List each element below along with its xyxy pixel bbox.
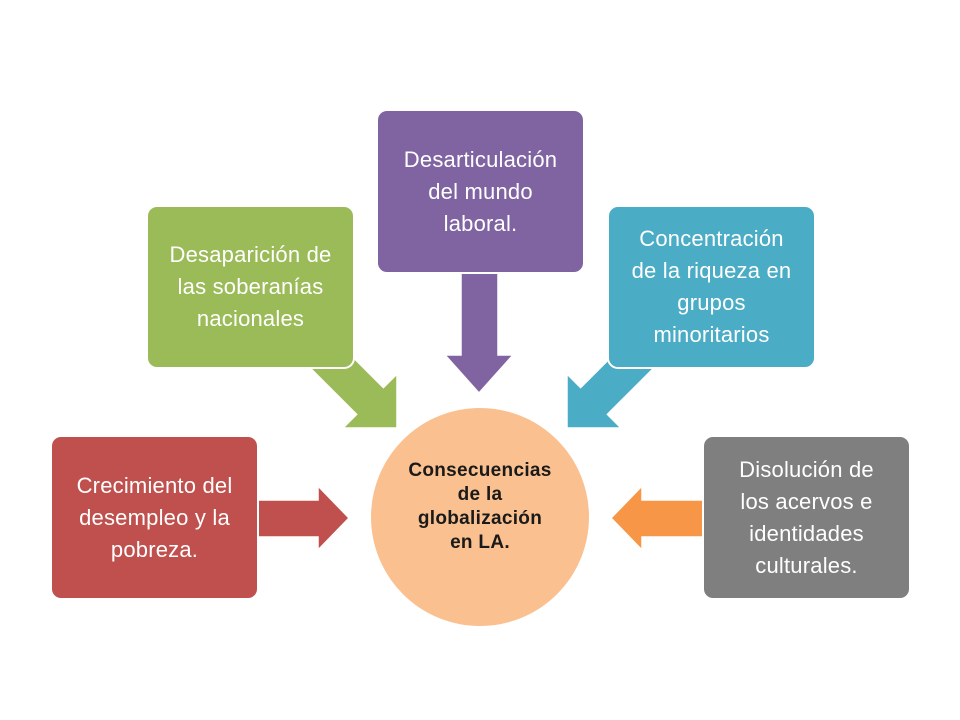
center-text-line: en LA. — [450, 532, 510, 553]
node-text-line: culturales. — [755, 552, 858, 578]
node-text-line: laboral. — [443, 210, 518, 236]
node-text-line: Disolución de — [739, 456, 874, 482]
arrow-left-orange — [609, 484, 708, 552]
node-text-line: los acervos e — [740, 488, 873, 514]
arrow-down-purple — [443, 267, 515, 395]
node-box-mundo-laboral: Desarticulación del mundo laboral. — [376, 109, 585, 274]
node-text-line: nacionales — [196, 306, 305, 331]
node-text-line: minoritarios — [653, 322, 770, 347]
node-box-desempleo: Crecimiento del desempleo y la pobreza. — [50, 435, 259, 600]
node-box-soberanias: Desaparición de las soberanías nacionale… — [146, 205, 355, 369]
center-text-line: Consecuencias — [408, 460, 552, 481]
node-text-line: del mundo — [428, 178, 533, 204]
node-text-line: identidades — [749, 520, 864, 546]
node-text-line: pobreza. — [110, 536, 199, 562]
node-text-line: Crecimiento del — [76, 472, 233, 498]
center-text-line: globalización — [417, 508, 543, 529]
node-text-line: desempleo y la — [79, 504, 230, 530]
center-text-line: de la — [457, 484, 503, 505]
node-box-riqueza: Concentración de la riqueza en grupos mi… — [607, 205, 816, 369]
node-box-identidades: Disolución de los acervos e identidades … — [702, 435, 911, 600]
node-text-line: grupos — [677, 290, 746, 315]
node-text-line: Concentración — [639, 226, 784, 251]
arrow-right-red — [254, 484, 351, 552]
node-text-line: Desaparición de — [169, 242, 332, 267]
node-text-line: de la riqueza en — [631, 258, 792, 283]
center-circle: Consecuencias de la globalización en LA. — [369, 406, 591, 628]
node-text-line: las soberanías — [177, 274, 324, 299]
node-text-line: Desarticulación — [403, 146, 558, 172]
